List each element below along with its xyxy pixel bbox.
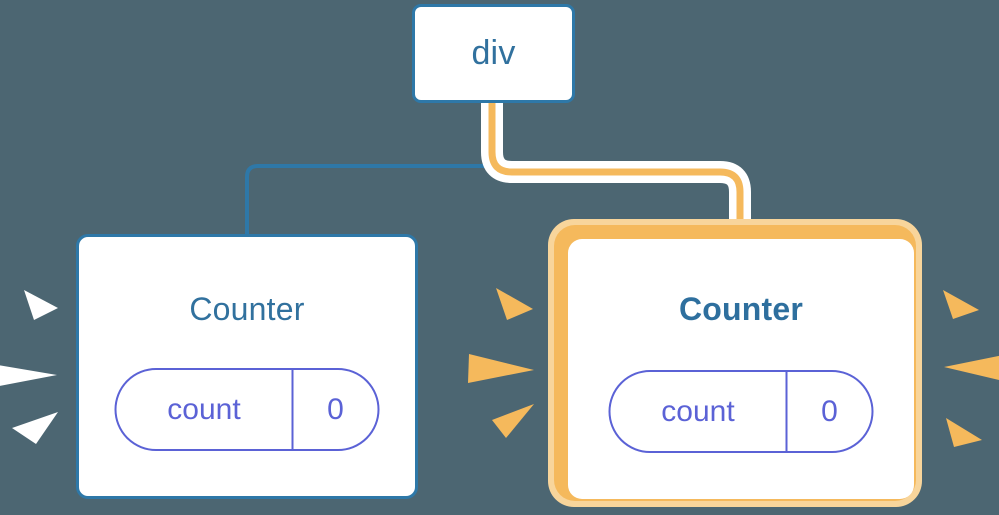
sparkle-rays-white — [0, 290, 58, 444]
counter-right-state-value: 0 — [821, 394, 838, 428]
counter-right-label: Counter — [678, 291, 804, 327]
counter-left-state-value: 0 — [327, 392, 344, 426]
div-node[interactable]: div — [412, 4, 575, 103]
counter-right-highlight-ring: Counter count 0 — [554, 225, 916, 501]
counter-right-node[interactable]: Counter count 0 — [568, 239, 914, 499]
edge-div-to-counter-right — [488, 100, 744, 232]
counter-right-body: Counter count 0 — [568, 239, 914, 499]
counter-right-state-pill: count 0 — [608, 370, 874, 453]
counter-right-state-key: count — [661, 394, 735, 428]
counter-left-pill-divider — [291, 370, 294, 449]
counter-left-node[interactable]: Counter count 0 — [76, 234, 418, 499]
counter-right-highlight-glow: Counter count 0 — [548, 219, 922, 507]
counter-left-state-key: count — [167, 392, 241, 426]
counter-left-label: Counter — [189, 291, 305, 327]
counter-left-body: Counter count 0 — [79, 237, 415, 496]
sparkle-rays-amber-left — [468, 288, 534, 438]
div-node-label: div — [471, 34, 516, 72]
sparkle-rays-amber-right — [943, 290, 999, 447]
counter-left-state-pill: count 0 — [114, 368, 380, 451]
counter-right-pill-divider — [785, 372, 788, 451]
